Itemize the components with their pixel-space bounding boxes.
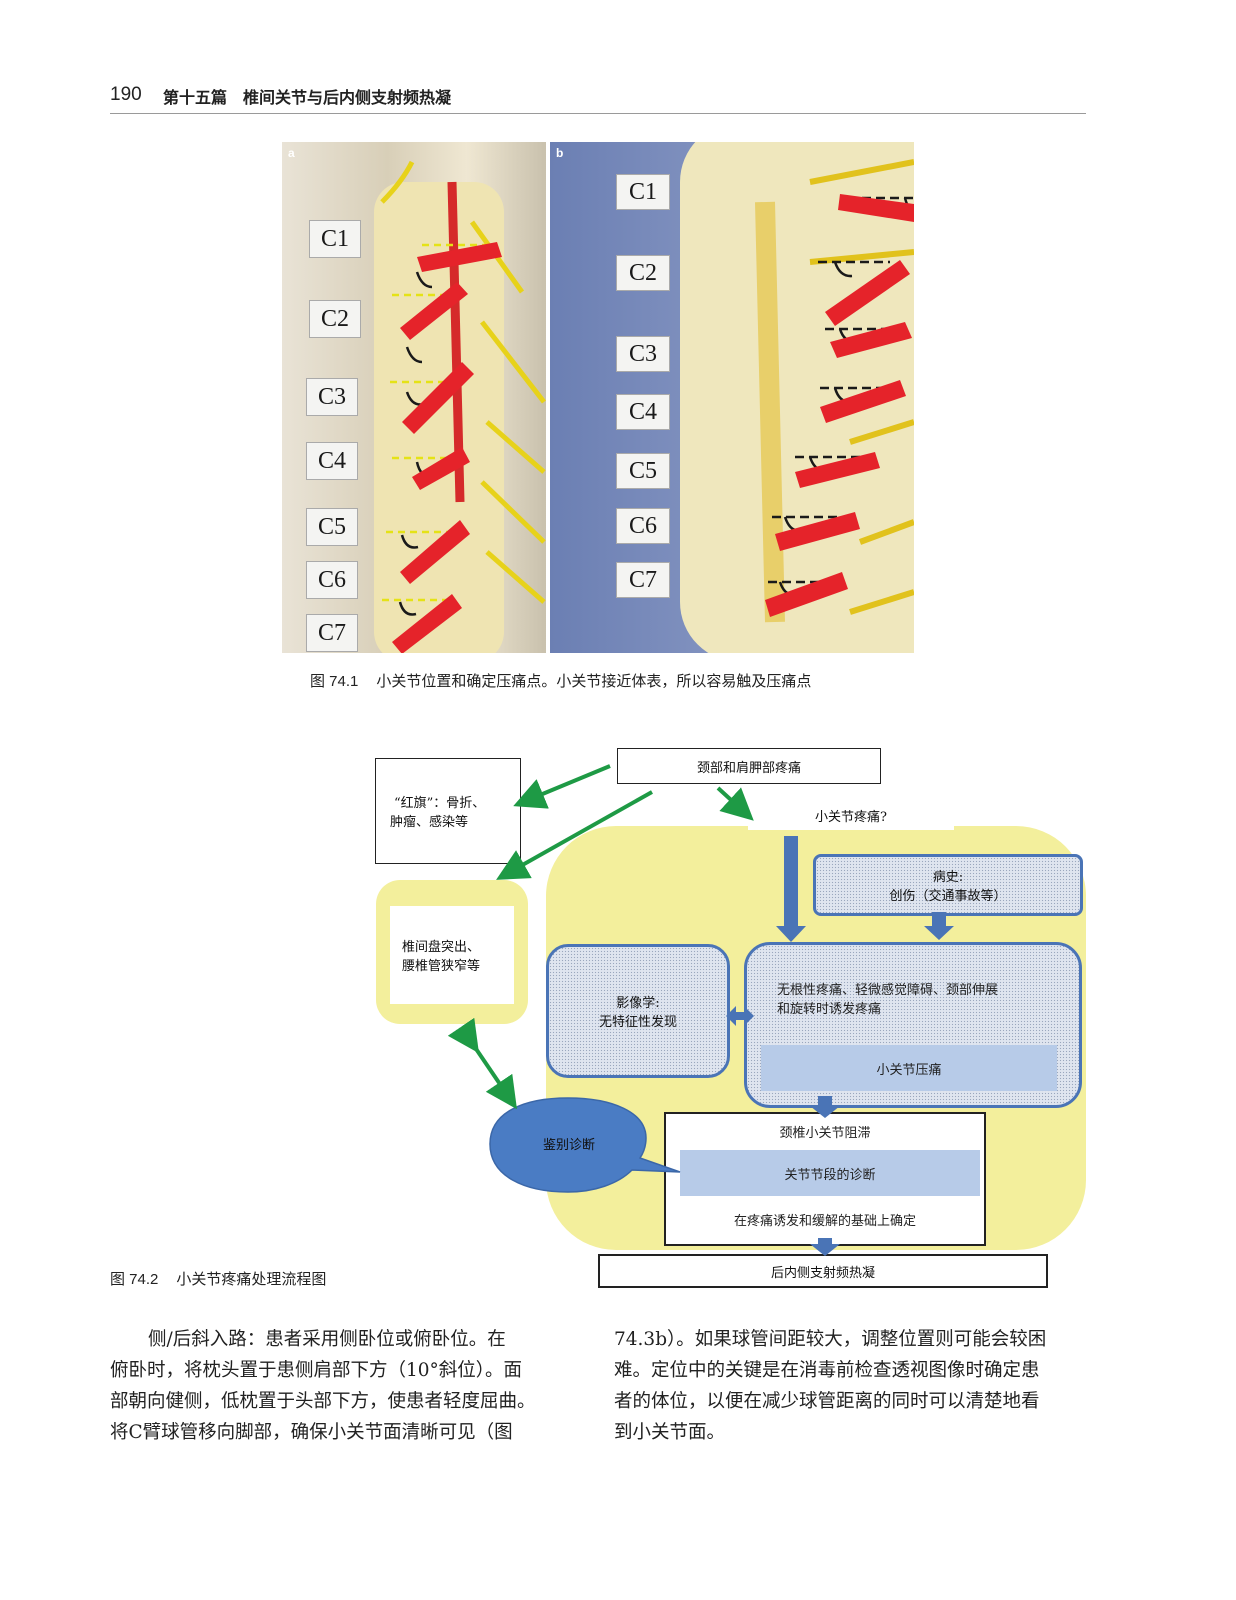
vertebra-label-c3: C3: [306, 378, 358, 416]
flow-node-label: 腰椎管狭窄等: [402, 959, 481, 974]
header-divider: [110, 113, 1086, 114]
figure-74-1-caption: 图 74.1 小关节位置和确定压痛点。小关节接近体表，所以容易触及压痛点: [310, 670, 811, 691]
flow-node-label: 和旋转时诱发疼痛: [777, 1002, 882, 1017]
caption-text: 小关节位置和确定压痛点。小关节接近体表，所以容易触及压痛点: [376, 672, 812, 690]
vertebra-label-c7: C7: [306, 614, 358, 652]
body-text-right: 74.3b）。如果球管间距较大，调整位置则可能会较困 难。定位中的关键是在消毒前…: [614, 1324, 1086, 1448]
body-line: 将C臂球管移向脚部，确保小关节面清晰可见（图: [110, 1422, 513, 1443]
panel-letter-a: a: [288, 146, 295, 160]
panel-letter-b: b: [556, 146, 564, 160]
flow-node-facet-pain-question: 小关节疼痛?: [748, 800, 954, 830]
running-header-title: 第十五篇 椎间关节与后内侧支射频热凝: [163, 88, 452, 107]
caption-number: 图 74.2: [110, 1271, 159, 1288]
vertebra-label-c5: C5: [616, 453, 670, 489]
flow-node-label: 关节节段的诊断: [784, 1167, 876, 1183]
page-number: 190: [110, 84, 142, 105]
body-line: 部朝向健侧，低枕置于头部下方，使患者轻度屈曲。: [110, 1391, 536, 1412]
flow-node-label: 后内侧支射频热凝: [770, 1265, 875, 1281]
flow-node-label: 颈部和肩胛部疼痛: [696, 760, 801, 776]
vertebra-label-c6: C6: [616, 508, 670, 544]
flow-node-label: 鉴别诊断: [542, 1137, 595, 1153]
vertebra-label-c4: C4: [616, 394, 670, 430]
body-line: 者的体位，以便在减少球管距离的同时可以清楚地看: [614, 1391, 1040, 1412]
body-text-left: 侧/后斜入路：患者采用侧卧位或俯卧位。在 俯卧时，将枕头置于患侧肩部下方（10°…: [110, 1324, 582, 1448]
flow-node-red-flags: “红旗”：骨折、 肿瘤、感染等: [375, 758, 521, 864]
vertebra-label-c7: C7: [616, 562, 670, 598]
body-line: 到小关节面。: [614, 1422, 726, 1443]
flow-node-label: 小关节压痛: [876, 1062, 942, 1078]
flow-node-disc-herniation: 椎间盘突出、 腰椎管狭窄等: [390, 906, 514, 1004]
flow-node-rf-ablation: 后内侧支射频热凝: [598, 1254, 1048, 1288]
facet-markings-a: [380, 160, 546, 653]
flow-node-label: 椎间盘突出、: [402, 940, 481, 955]
body-line: 俯卧时，将枕头置于患侧肩部下方（10°斜位）。面: [110, 1360, 523, 1381]
flow-node-facet-tenderness: 小关节压痛: [761, 1045, 1057, 1091]
flow-node-level-diagnosis: 关节节段的诊断: [680, 1150, 980, 1196]
caption-number: 图 74.1: [310, 673, 359, 690]
body-line: 难。定位中的关键是在消毒前检查透视图像时确定患: [614, 1360, 1040, 1381]
vertebra-label-c1: C1: [616, 174, 670, 210]
flow-node-symptoms: 无根性疼痛、轻微感觉障碍、颈部伸展 和旋转时诱发疼痛 小关节压痛: [744, 942, 1082, 1108]
vertebra-label-c2: C2: [309, 300, 361, 338]
flow-node-label: 在疼痛诱发和缓解的基础上确定: [733, 1214, 916, 1229]
flow-node-neck-shoulder-pain: 颈部和肩胛部疼痛: [617, 748, 881, 784]
flow-node-label: 肿瘤、感染等: [390, 815, 469, 830]
vertebra-label-c2: C2: [616, 255, 670, 291]
figure-74-2-caption: 图 74.2 小关节疼痛处理流程图: [110, 1268, 326, 1289]
vertebra-label-c5: C5: [306, 508, 358, 546]
flow-node-differential: 鉴别诊断: [500, 1126, 638, 1160]
flow-arrows: [447, 764, 954, 1256]
vertebra-label-c4: C4: [306, 442, 358, 480]
vertebra-label-c6: C6: [306, 561, 358, 599]
spine-photo-b: b C1 C2 C3 C4 C5 C6 C7: [550, 142, 914, 653]
flow-node-label: 病史:: [932, 870, 964, 885]
flow-node-history: 病史: 创伤（交通事故等）: [813, 854, 1083, 916]
flow-node-label: 颈椎小关节阻滞: [779, 1126, 871, 1141]
flow-node-label: “红旗”：骨折、: [394, 796, 486, 811]
flow-node-differential-bubble: [489, 1097, 681, 1193]
flow-node-label: 小关节疼痛?: [815, 809, 887, 825]
spine-photo-a: a C1 C2 C3 C4 C5 C6 C7: [282, 142, 546, 653]
flow-node-label: 创伤（交通事故等）: [889, 889, 1007, 904]
flow-node-label: 无特征性发现: [598, 1015, 677, 1030]
flow-node-label: 影像学:: [616, 996, 660, 1011]
facet-markings-b: [755, 159, 914, 623]
flow-node-label: 无根性疼痛、轻微感觉障碍、颈部伸展: [777, 983, 999, 998]
body-line: 侧/后斜入路：患者采用侧卧位或俯卧位。在: [148, 1329, 506, 1350]
body-line: 74.3b）。如果球管间距较大，调整位置则可能会较困: [614, 1329, 1047, 1350]
vertebra-label-c3: C3: [616, 336, 670, 372]
flow-node-facet-block: 颈椎小关节阻滞 关节节段的诊断 在疼痛诱发和缓解的基础上确定: [664, 1112, 986, 1246]
caption-text: 小关节疼痛处理流程图: [176, 1270, 327, 1288]
vertebra-label-c1: C1: [309, 220, 361, 258]
flow-node-imaging: 影像学: 无特征性发现: [546, 944, 730, 1078]
